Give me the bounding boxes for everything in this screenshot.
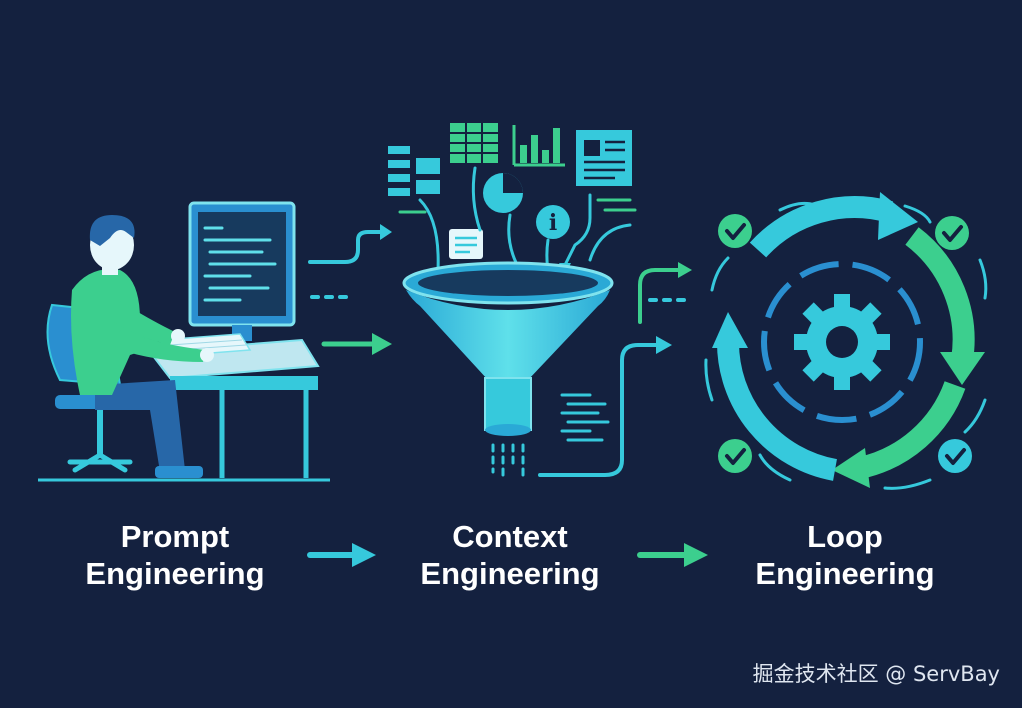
stage-label-line1: Loop	[807, 519, 883, 554]
stage-label-line2: Engineering	[420, 556, 600, 591]
arrow-context-to-loop	[637, 543, 708, 567]
stage-label-line1: Context	[452, 519, 568, 554]
stage-label-line2: Engineering	[755, 556, 935, 591]
svg-text:i: i	[549, 210, 557, 236]
data-sources-icons: i	[388, 123, 637, 292]
funnel-icon	[402, 261, 614, 480]
check-icon	[718, 214, 972, 473]
stage-label-context: Context Engineering	[395, 518, 625, 592]
watermark: 掘金技术社区 @ ServBay	[752, 662, 1000, 686]
stage-label-line2: Engineering	[85, 556, 265, 591]
stage-label-line1: Prompt	[120, 519, 230, 554]
cycle-gear-icon	[704, 192, 988, 490]
stage-label-loop: Loop Engineering	[730, 518, 960, 592]
stage-label-prompt: Prompt Engineering	[60, 518, 290, 592]
data-trace-lines-left	[308, 224, 392, 355]
output-code-lines	[538, 262, 692, 477]
person-at-computer-icon	[38, 201, 330, 482]
arrow-prompt-to-context	[307, 543, 376, 567]
